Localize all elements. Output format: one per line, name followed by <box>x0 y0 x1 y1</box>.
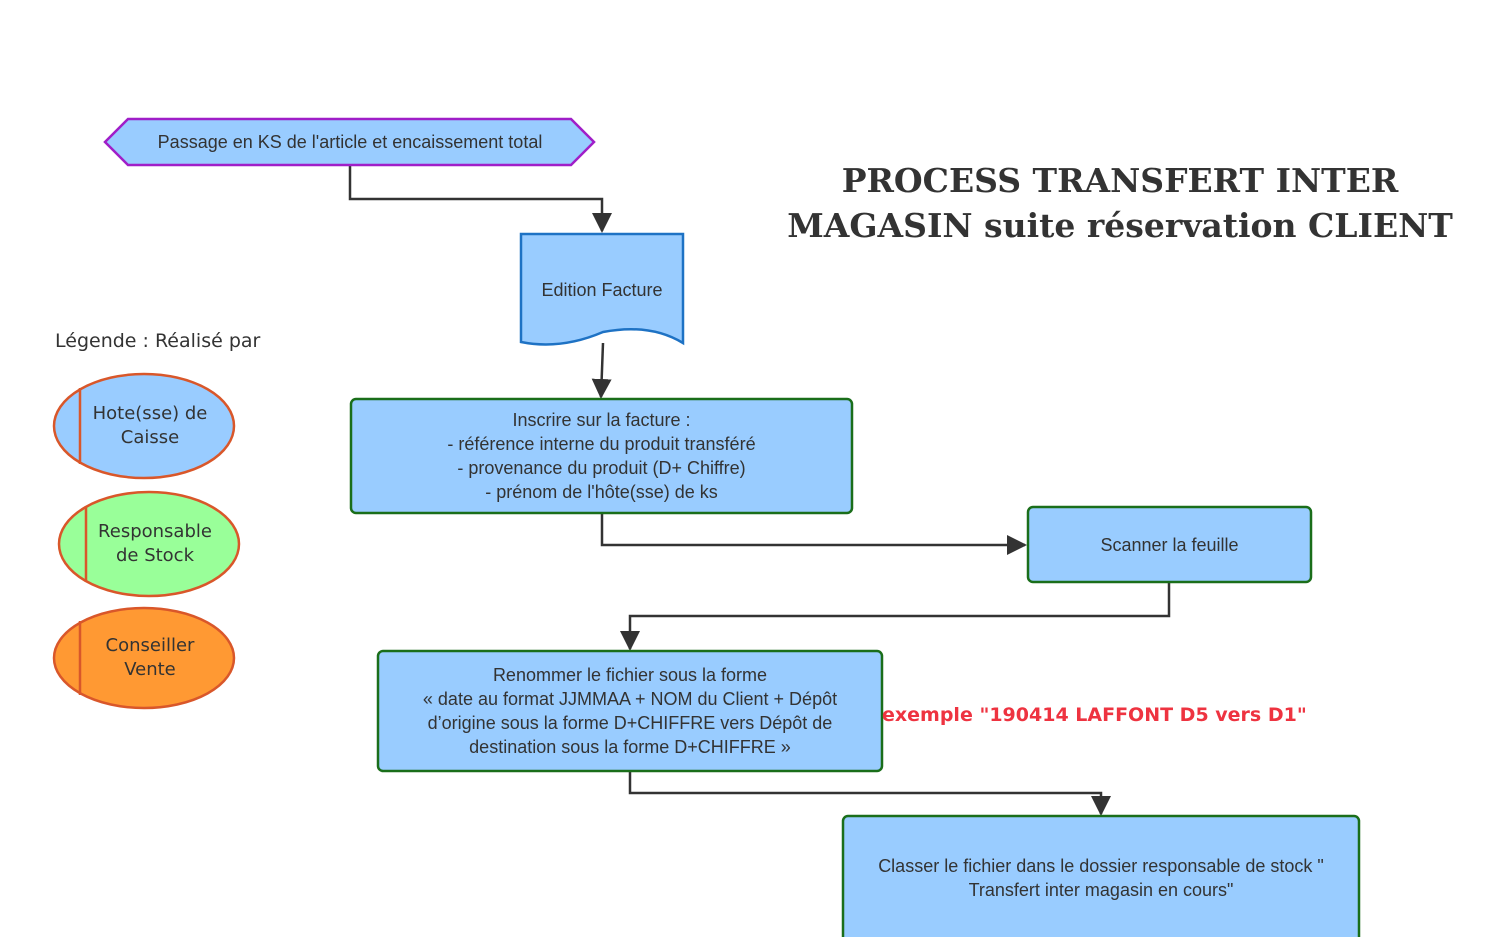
legend-ellipse-caisse <box>52 372 236 480</box>
legend-title: Légende : Réalisé par <box>55 330 261 352</box>
scanner-label: Scanner la feuille <box>1100 534 1239 555</box>
legend-label-vente: Conseiller Vente <box>105 635 195 680</box>
connector-passage-to-edition <box>348 165 612 233</box>
edition-label: Edition Facture <box>541 280 663 300</box>
example-annotation: exemple "190414 LAFFONT D5 vers D1" <box>882 704 1307 726</box>
connector-inscrire-to-scanner <box>600 513 1027 555</box>
connector-scanner-to-renommer <box>620 582 1171 651</box>
legend-label-stock: Responsable de Stock <box>98 521 212 566</box>
renommer-box <box>376 649 884 773</box>
passage-hexagon <box>103 117 596 167</box>
legend-ellipse-stock <box>57 490 241 598</box>
inscrire-box <box>349 397 854 515</box>
edition-document-shape <box>519 232 685 346</box>
connector-edition-to-inscrire <box>591 342 612 399</box>
legend-ellipse-vente <box>52 606 236 710</box>
connector-renommer-to-classer <box>628 771 1111 816</box>
classer-box <box>841 814 1361 937</box>
renommer-label: Renommer le fichier sous la forme « date… <box>422 665 838 757</box>
diagram-title: PROCESS TRANSFERT INTER MAGASIN suite ré… <box>787 161 1453 245</box>
inscrire-label: Inscrire sur la facture : - référence in… <box>447 410 756 502</box>
scanner-box <box>1026 505 1313 584</box>
passage-label: Passage en KS de l'article et encaisseme… <box>157 132 543 152</box>
legend-label-caisse: Hote(sse) de Caisse <box>92 403 208 448</box>
classer-label: Classer le fichier dans le dossier respo… <box>878 856 1324 900</box>
